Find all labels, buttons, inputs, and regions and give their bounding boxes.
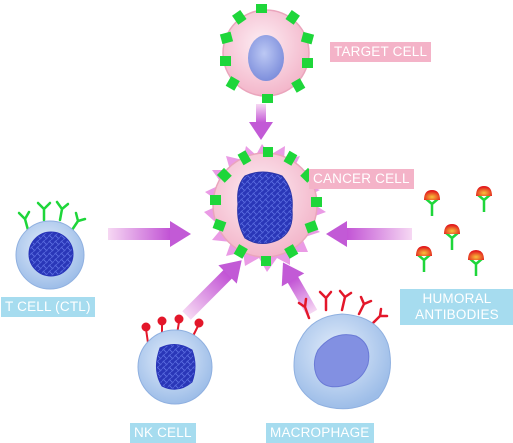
label-macrophage: MACROPHAGE — [266, 423, 374, 443]
arrow-target-to-cancer — [249, 104, 273, 140]
antibody — [444, 224, 460, 250]
nk-cell-nucleus — [156, 344, 196, 390]
antibody — [476, 186, 492, 212]
nk-cell-receptors — [141, 314, 204, 344]
nk-cell — [137, 314, 213, 405]
label-humoral-antibodies: HUMORAL ANTIBODIES — [400, 289, 513, 325]
cancer-nucleus — [237, 171, 293, 244]
arrow-macrophage-to-cancer — [281, 262, 318, 316]
arrow-tcell-to-cancer — [108, 221, 191, 247]
macrophage-receptors — [297, 289, 389, 326]
arrow-antibodies-to-cancer — [326, 221, 412, 247]
target-antigens — [219, 4, 315, 103]
antibody — [424, 190, 440, 216]
label-humoral-line1: HUMORAL — [422, 291, 492, 306]
t-cell-nucleus — [28, 231, 74, 277]
label-target-cell: TARGET CELL — [330, 42, 432, 62]
humoral-antibodies — [416, 186, 492, 276]
label-nk-cell: NK CELL — [130, 423, 196, 443]
target-nucleus — [248, 35, 284, 81]
cancer-cell — [204, 144, 326, 272]
t-cell — [15, 200, 87, 290]
antibody — [416, 246, 432, 272]
label-t-cell: T CELL (CTL) — [1, 297, 95, 317]
macrophage-nucleus — [313, 334, 370, 388]
target-cell — [219, 4, 315, 103]
t-cell-receptors — [17, 200, 87, 232]
arrow-nkcell-to-cancer — [182, 260, 242, 320]
macrophage — [293, 289, 391, 410]
label-humoral-line2: ANTIBODIES — [415, 307, 499, 322]
antibody — [468, 250, 484, 276]
label-cancer-cell: CANCER CELL — [309, 169, 414, 189]
